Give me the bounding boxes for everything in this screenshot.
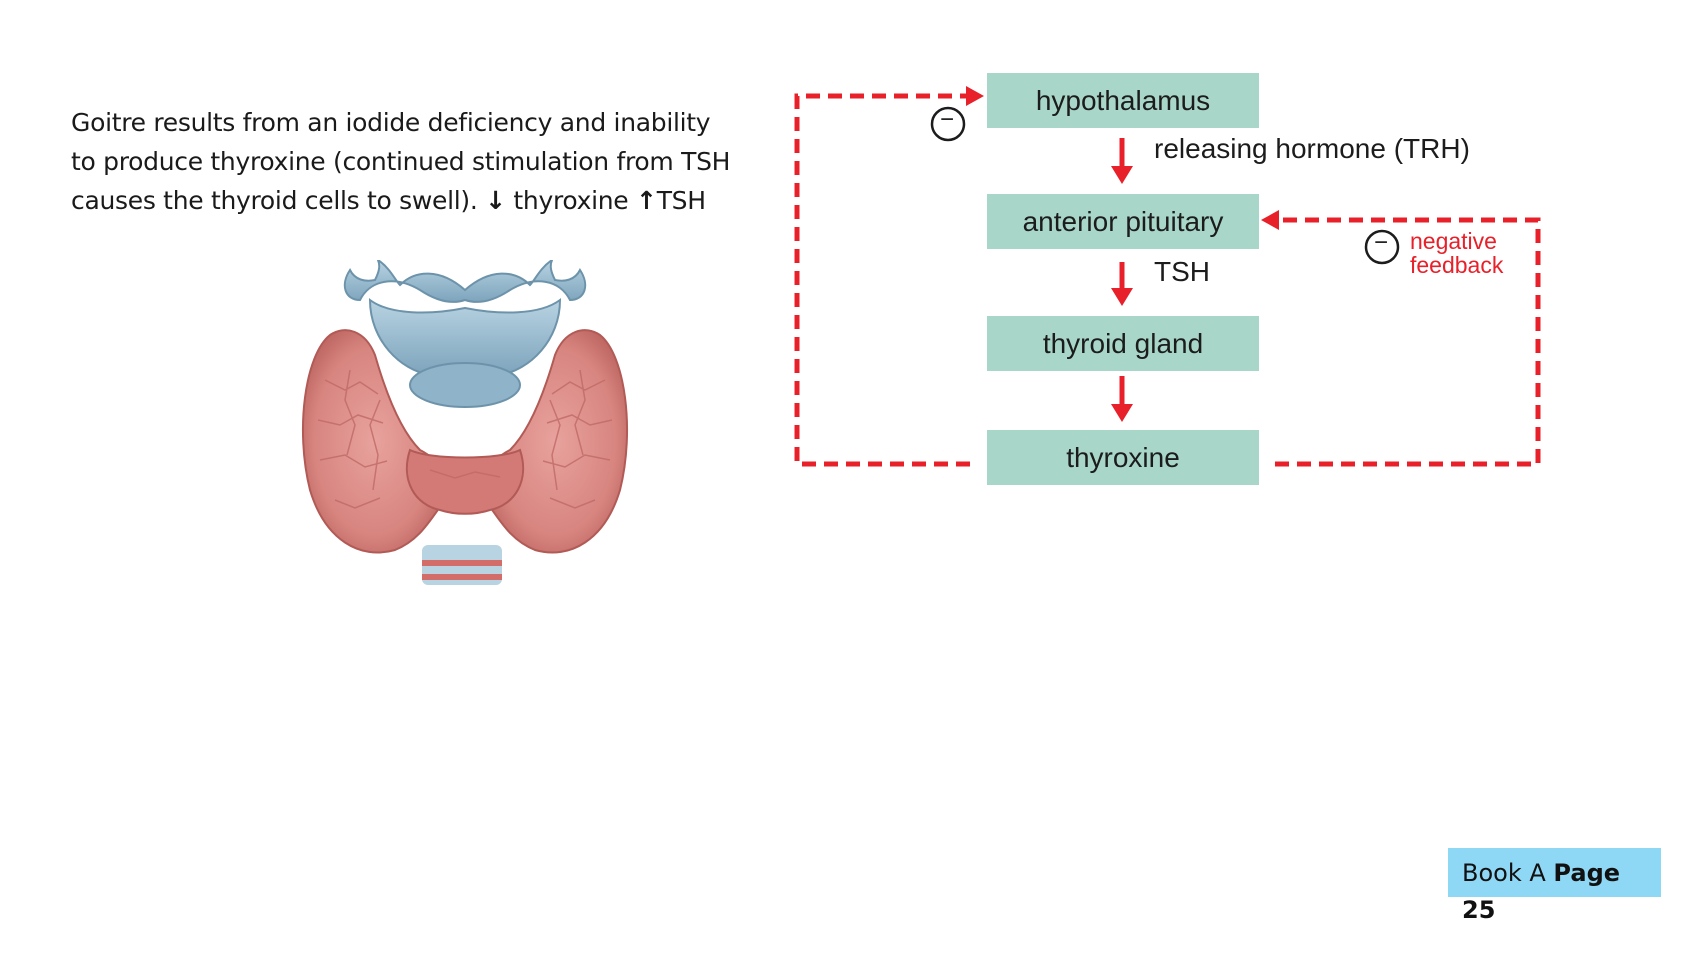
book-page-reference: Book A Page 25: [1462, 855, 1620, 929]
hypothalamus-box: hypothalamus: [987, 73, 1259, 128]
caption-line-2: to produce thyroxine (continued stimulat…: [71, 147, 731, 176]
anterior-pituitary-box: anterior pituitary: [987, 194, 1259, 249]
tsh-label: TSH: [1154, 256, 1210, 287]
feedback-arrowhead-pituitary: [1261, 210, 1279, 230]
thyroid-goitre-illustration: [302, 260, 628, 585]
book-page-badge: [1448, 848, 1661, 897]
feedback-loop-hypothalamus: [794, 93, 970, 467]
down-arrow-icon: ↓: [485, 186, 506, 215]
negative-feedback-line-1: negative: [1410, 228, 1497, 254]
caption-line-3: causes the thyroid cells to swell). ↓ th…: [71, 181, 731, 220]
feedback-arrowhead-hypothalamus: [966, 86, 984, 106]
caption-line-3-start: causes the thyroid cells to swell).: [71, 186, 478, 215]
thyroid-isthmus: [405, 448, 525, 515]
negative-feedback-line-2: feedback: [1410, 252, 1504, 278]
thyroid-cartilage: [343, 260, 587, 303]
trh-label: releasing hormone (TRH): [1154, 133, 1470, 164]
minus-sign-left: −: [940, 106, 955, 133]
page-word: Page: [1553, 859, 1621, 887]
feedback-loop-pituitary: [1275, 217, 1541, 467]
goitre-caption: Goitre results from an iodide deficiency…: [71, 103, 731, 220]
minus-sign-right: −: [1374, 229, 1389, 256]
page-number: 25: [1462, 896, 1496, 924]
negative-feedback-label: negative feedback: [1410, 229, 1503, 277]
thyroxine-box: thyroxine: [987, 430, 1259, 485]
caption-thyroxine: thyroxine: [505, 186, 637, 215]
book-name: Book A: [1462, 859, 1546, 887]
caption-line-1: Goitre results from an iodide deficiency…: [71, 108, 711, 137]
up-arrow-icon: ↑: [636, 186, 657, 215]
minus-circle-icon-right: [1364, 229, 1400, 265]
minus-circle-icon-left: [930, 106, 966, 142]
caption-tsh: TSH: [656, 186, 706, 215]
thyroid-gland-box: thyroid gland: [987, 316, 1259, 371]
